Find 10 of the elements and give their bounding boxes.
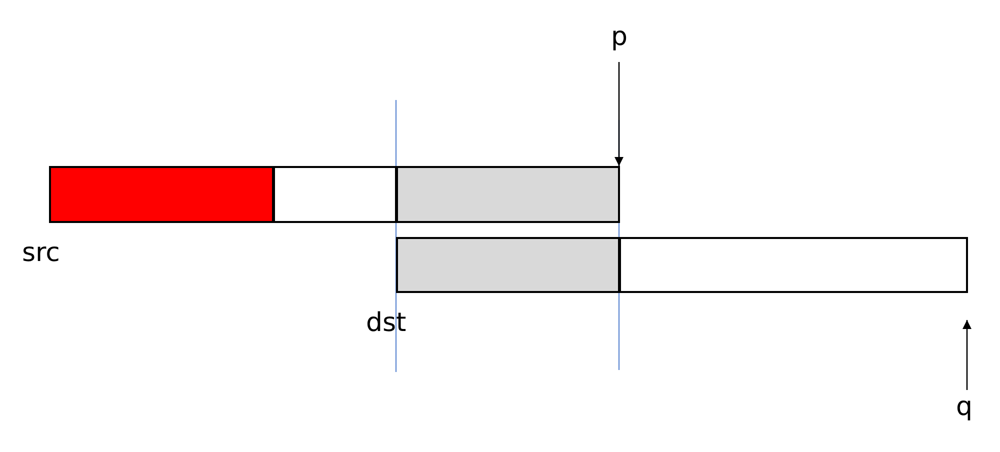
- pointer-label: p: [611, 22, 631, 56]
- pointer-arrow: [614, 62, 624, 166]
- memory-block: [396, 237, 620, 293]
- memory-block: [396, 166, 620, 223]
- pointer-arrow: [962, 320, 972, 390]
- buffer-label: src: [22, 238, 60, 268]
- memory-block: [273, 166, 397, 223]
- memory-block: [49, 166, 274, 223]
- pointer-label: q: [956, 392, 976, 426]
- memory-block: [619, 237, 968, 293]
